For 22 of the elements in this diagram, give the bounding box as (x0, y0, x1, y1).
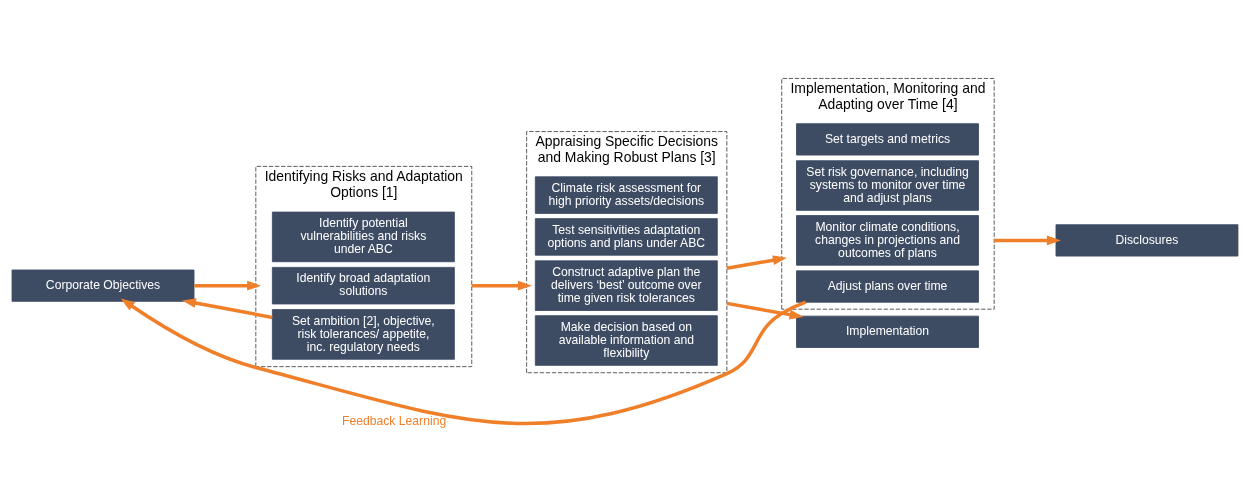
arrow (726, 301, 804, 320)
node-box: Climate risk assessment for high priority assets/decisions (534, 176, 718, 214)
arrow (120, 298, 807, 426)
node-box: Identify broad adaptation solutions (271, 266, 455, 305)
node-box: Adjust plans over time (796, 270, 979, 303)
node-box: Corporate Objectives (11, 269, 195, 302)
arrow (726, 255, 787, 270)
arrow (181, 298, 273, 320)
arrow (471, 280, 532, 291)
node-box: Set targets and metrics (796, 123, 979, 156)
node-box: Implementation (796, 315, 979, 348)
arrow (194, 280, 262, 291)
node-box: Identify potential vulnerabilities and risks under ABC (271, 211, 455, 263)
node-box: Make decision based on available information and flexibility (534, 315, 718, 366)
arrow (994, 235, 1061, 246)
edge-label: Feedback Learning (341, 414, 447, 429)
node-box: Test sensitivities adaptation options and plans under ABC (534, 218, 718, 256)
node-box: Set ambition [2], objective, risk tolerances/ appetite, inc. regulatory needs (271, 309, 455, 360)
node-box: Construct adaptive plan the delivers ‘best’ outcome over time given risk tolerances (534, 260, 718, 311)
node-box: Monitor climate conditions, changes in projections and outcomes of plans (796, 215, 979, 266)
node-box: Disclosures (1055, 224, 1239, 257)
node-box: Set risk governance, including systems to monitor over time and adjust plans (796, 160, 979, 211)
